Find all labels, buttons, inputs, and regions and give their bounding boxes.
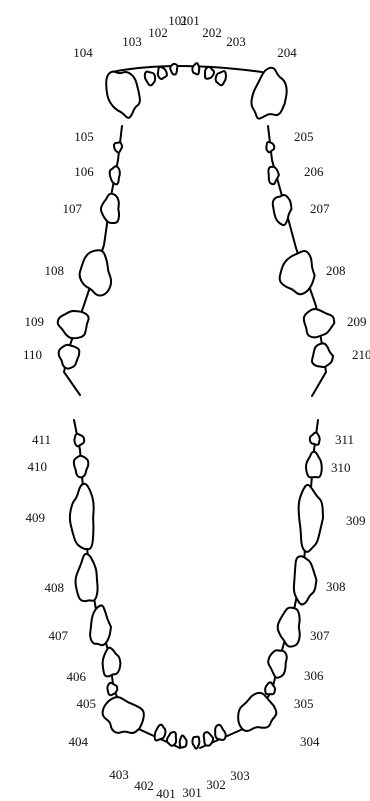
tooth-label-107: 107 (63, 201, 83, 216)
tooth-308[interactable] (292, 555, 318, 606)
tooth-label-310: 310 (331, 460, 351, 475)
tooth-label-102: 102 (148, 25, 168, 40)
tooth-label-101: 101 (168, 13, 188, 28)
tooth-label-306: 306 (304, 668, 324, 683)
tooth-201[interactable] (191, 62, 201, 76)
tooth-105[interactable] (112, 141, 124, 154)
tooth-206[interactable] (267, 165, 280, 186)
tooth-207[interactable] (271, 194, 293, 227)
tooth-208[interactable] (278, 248, 318, 296)
tooth-311[interactable] (308, 431, 321, 446)
tooth-209[interactable] (302, 307, 336, 339)
tooth-202[interactable] (203, 65, 215, 80)
tooth-409[interactable] (68, 482, 95, 551)
tooth-402[interactable] (165, 730, 178, 747)
tooth-203[interactable] (214, 69, 228, 87)
tooth-304[interactable] (230, 689, 281, 739)
tooth-label-208: 208 (326, 263, 346, 278)
tooth-label-402: 402 (134, 778, 154, 793)
tooth-label-206: 206 (304, 164, 324, 179)
tooth-103[interactable] (143, 69, 157, 87)
tooth-label-109: 109 (25, 314, 45, 329)
tooth-label-209: 209 (347, 314, 367, 329)
tooth-205[interactable] (265, 140, 276, 154)
tooth-label-302: 302 (206, 777, 226, 792)
tooth-label-104: 104 (73, 45, 93, 60)
tooth-106[interactable] (108, 165, 121, 186)
tooth-302[interactable] (202, 731, 215, 747)
tooth-label-407: 407 (49, 628, 69, 643)
tooth-label-105: 105 (74, 129, 94, 144)
tooth-label-106: 106 (74, 164, 94, 179)
tooth-label-301: 301 (182, 785, 202, 800)
tooth-406[interactable] (101, 646, 122, 678)
tooth-label-311: 311 (335, 432, 354, 447)
teeth-layer (56, 62, 336, 750)
tooth-411[interactable] (73, 432, 86, 448)
tooth-210[interactable] (310, 342, 335, 369)
tooth-404[interactable] (96, 692, 149, 742)
tooth-label-304: 304 (300, 734, 320, 749)
tooth-label-410: 410 (28, 459, 48, 474)
tooth-403[interactable] (153, 723, 168, 743)
tooth-407[interactable] (89, 604, 112, 647)
tooth-301[interactable] (191, 735, 201, 750)
tooth-102[interactable] (156, 65, 168, 81)
tooth-label-309: 309 (346, 513, 366, 528)
tooth-label-202: 202 (202, 25, 222, 40)
tooth-label-408: 408 (45, 580, 65, 595)
tooth-label-308: 308 (326, 579, 346, 594)
tooth-label-110: 110 (23, 347, 42, 362)
tooth-label-210: 210 (352, 347, 370, 362)
tooth-410[interactable] (72, 454, 90, 479)
tooth-label-404: 404 (69, 734, 89, 749)
tooth-204[interactable] (246, 65, 294, 125)
tooth-label-108: 108 (45, 263, 65, 278)
tooth-label-305: 305 (294, 696, 314, 711)
tooth-label-203: 203 (226, 34, 246, 49)
tooth-107[interactable] (99, 192, 121, 225)
tooth-109[interactable] (56, 309, 90, 340)
tooth-label-303: 303 (230, 768, 250, 783)
tooth-110[interactable] (57, 343, 81, 370)
tooth-309[interactable] (297, 483, 324, 553)
tooth-label-406: 406 (67, 669, 87, 684)
tooth-310[interactable] (304, 450, 323, 479)
tooth-101[interactable] (169, 62, 179, 76)
tooth-label-204: 204 (277, 45, 297, 60)
tooth-label-409: 409 (26, 510, 46, 525)
tooth-104[interactable] (101, 66, 146, 122)
tooth-label-207: 207 (310, 201, 330, 216)
tooth-label-201: 201 (180, 13, 200, 28)
tooth-label-103: 103 (122, 34, 142, 49)
tooth-label-307: 307 (310, 628, 330, 643)
tooth-306[interactable] (267, 649, 288, 679)
tooth-label-411: 411 (32, 432, 51, 447)
jaw-line-1 (111, 65, 263, 73)
tooth-label-403: 403 (109, 767, 129, 782)
tooth-307[interactable] (276, 606, 301, 648)
tooth-305[interactable] (264, 681, 277, 696)
tooth-401[interactable] (178, 734, 188, 749)
tooth-108[interactable] (76, 249, 114, 299)
tooth-label-205: 205 (294, 129, 314, 144)
tooth-405[interactable] (106, 681, 119, 697)
tooth-label-401: 401 (156, 786, 176, 801)
tooth-408[interactable] (74, 552, 99, 603)
tooth-label-405: 405 (77, 696, 97, 711)
tooth-303[interactable] (212, 723, 227, 742)
